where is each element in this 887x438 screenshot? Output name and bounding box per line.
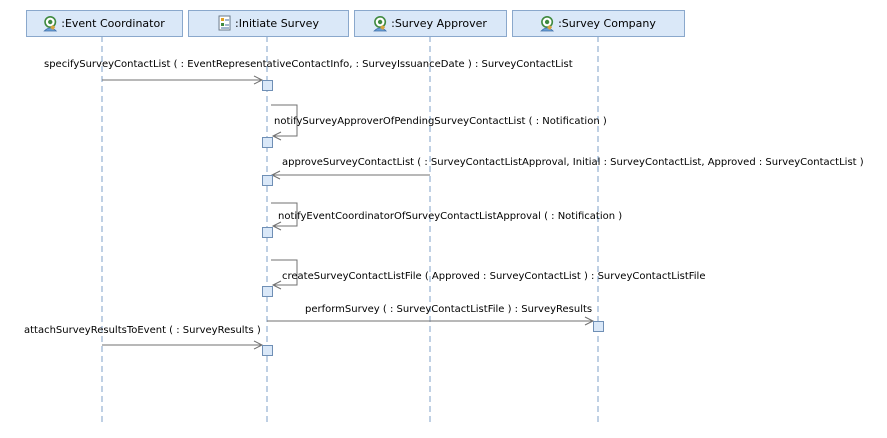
activation-bar — [262, 137, 273, 148]
arrowhead-icon — [271, 131, 282, 141]
lifeline-label: :Survey Approver — [391, 17, 487, 30]
message[interactable]: notifyEventCoordinatorOfSurveyContactLis… — [271, 202, 622, 231]
actor-icon — [43, 15, 58, 32]
message[interactable]: createSurveyContactListFile ( Approved :… — [271, 259, 705, 290]
message-label: createSurveyContactListFile ( Approved :… — [282, 271, 705, 282]
message[interactable]: notifySurveyApproverOfPendingSurveyConta… — [271, 104, 607, 141]
lifeline-header[interactable]: :Survey Approver — [354, 10, 507, 37]
self-message-arrow[interactable] — [271, 202, 298, 227]
activation-bar — [593, 321, 604, 332]
lifeline-label: :Event Coordinator — [61, 17, 165, 30]
message[interactable]: attachSurveyResultsToEvent ( : SurveyRes… — [24, 325, 264, 350]
actor-icon — [373, 15, 388, 32]
actor-icon — [540, 15, 555, 32]
activation-bar — [262, 227, 273, 238]
message-label: performSurvey ( : SurveyContactListFile … — [305, 304, 592, 315]
activation-bar — [262, 80, 273, 91]
arrowhead-icon — [271, 280, 282, 290]
arrowhead-icon — [271, 221, 282, 231]
self-message-arrow[interactable] — [271, 104, 298, 137]
activation-bar — [262, 286, 273, 297]
activation-bar — [262, 345, 273, 356]
lifeline-header[interactable]: :Event Coordinator — [26, 10, 183, 37]
lifeline-box[interactable] — [512, 10, 685, 37]
lifeline-label: :Initiate Survey — [235, 17, 319, 30]
lifeline-box[interactable] — [188, 10, 349, 37]
message-label: approveSurveyContactList ( : SurveyConta… — [282, 157, 864, 168]
message[interactable]: specifySurveyContactList ( : EventRepres… — [44, 59, 573, 85]
lifeline-header[interactable]: :Initiate Survey — [188, 10, 349, 37]
message[interactable]: approveSurveyContactList ( : SurveyConta… — [270, 157, 864, 180]
message-label: specifySurveyContactList ( : EventRepres… — [44, 59, 573, 70]
lifeline-header[interactable]: :Survey Company — [512, 10, 685, 37]
message-label: attachSurveyResultsToEvent ( : SurveyRes… — [24, 325, 261, 336]
self-message-arrow[interactable] — [271, 259, 298, 286]
process-icon — [218, 15, 231, 31]
message-label: notifyEventCoordinatorOfSurveyContactLis… — [278, 211, 622, 222]
lifeline-label: :Survey Company — [558, 17, 656, 30]
message-label: notifySurveyApproverOfPendingSurveyConta… — [274, 116, 607, 127]
activation-bar — [262, 175, 273, 186]
